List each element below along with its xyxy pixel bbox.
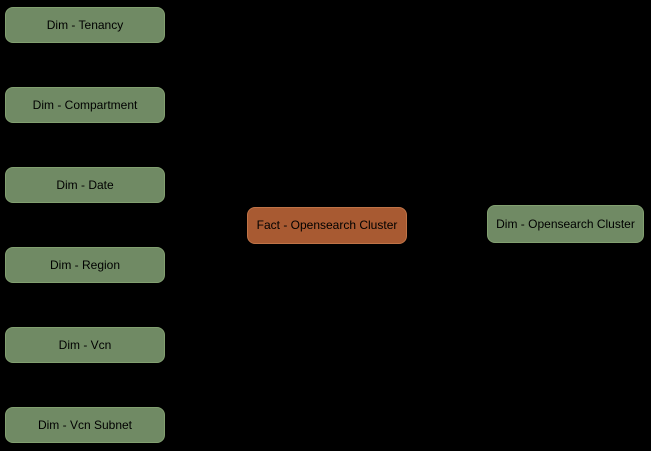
node-label: Fact - Opensearch Cluster bbox=[256, 218, 398, 233]
node-label: Dim - Region bbox=[49, 257, 121, 272]
node-label: Dim - Tenancy bbox=[46, 17, 124, 32]
node-dim-region[interactable]: Dim - Region bbox=[5, 247, 165, 283]
node-dim-date[interactable]: Dim - Date bbox=[5, 167, 165, 203]
node-dim-tenancy[interactable]: Dim - Tenancy bbox=[5, 7, 165, 43]
node-label: Dim - Vcn Subnet bbox=[37, 417, 133, 432]
node-label: Dim - Opensearch Cluster bbox=[496, 216, 635, 231]
node-fact-opensearch-cluster[interactable]: Fact - Opensearch Cluster bbox=[247, 207, 407, 244]
node-label: Dim - Date bbox=[56, 177, 114, 192]
node-dim-compartment[interactable]: Dim - Compartment bbox=[5, 87, 165, 123]
node-dim-opensearch-cluster[interactable]: Dim - Opensearch Cluster bbox=[487, 205, 644, 243]
node-label: Dim - Vcn bbox=[58, 337, 112, 352]
node-dim-vcn-subnet[interactable]: Dim - Vcn Subnet bbox=[5, 407, 165, 443]
node-dim-vcn[interactable]: Dim - Vcn bbox=[5, 327, 165, 363]
node-label: Dim - Compartment bbox=[32, 97, 138, 112]
